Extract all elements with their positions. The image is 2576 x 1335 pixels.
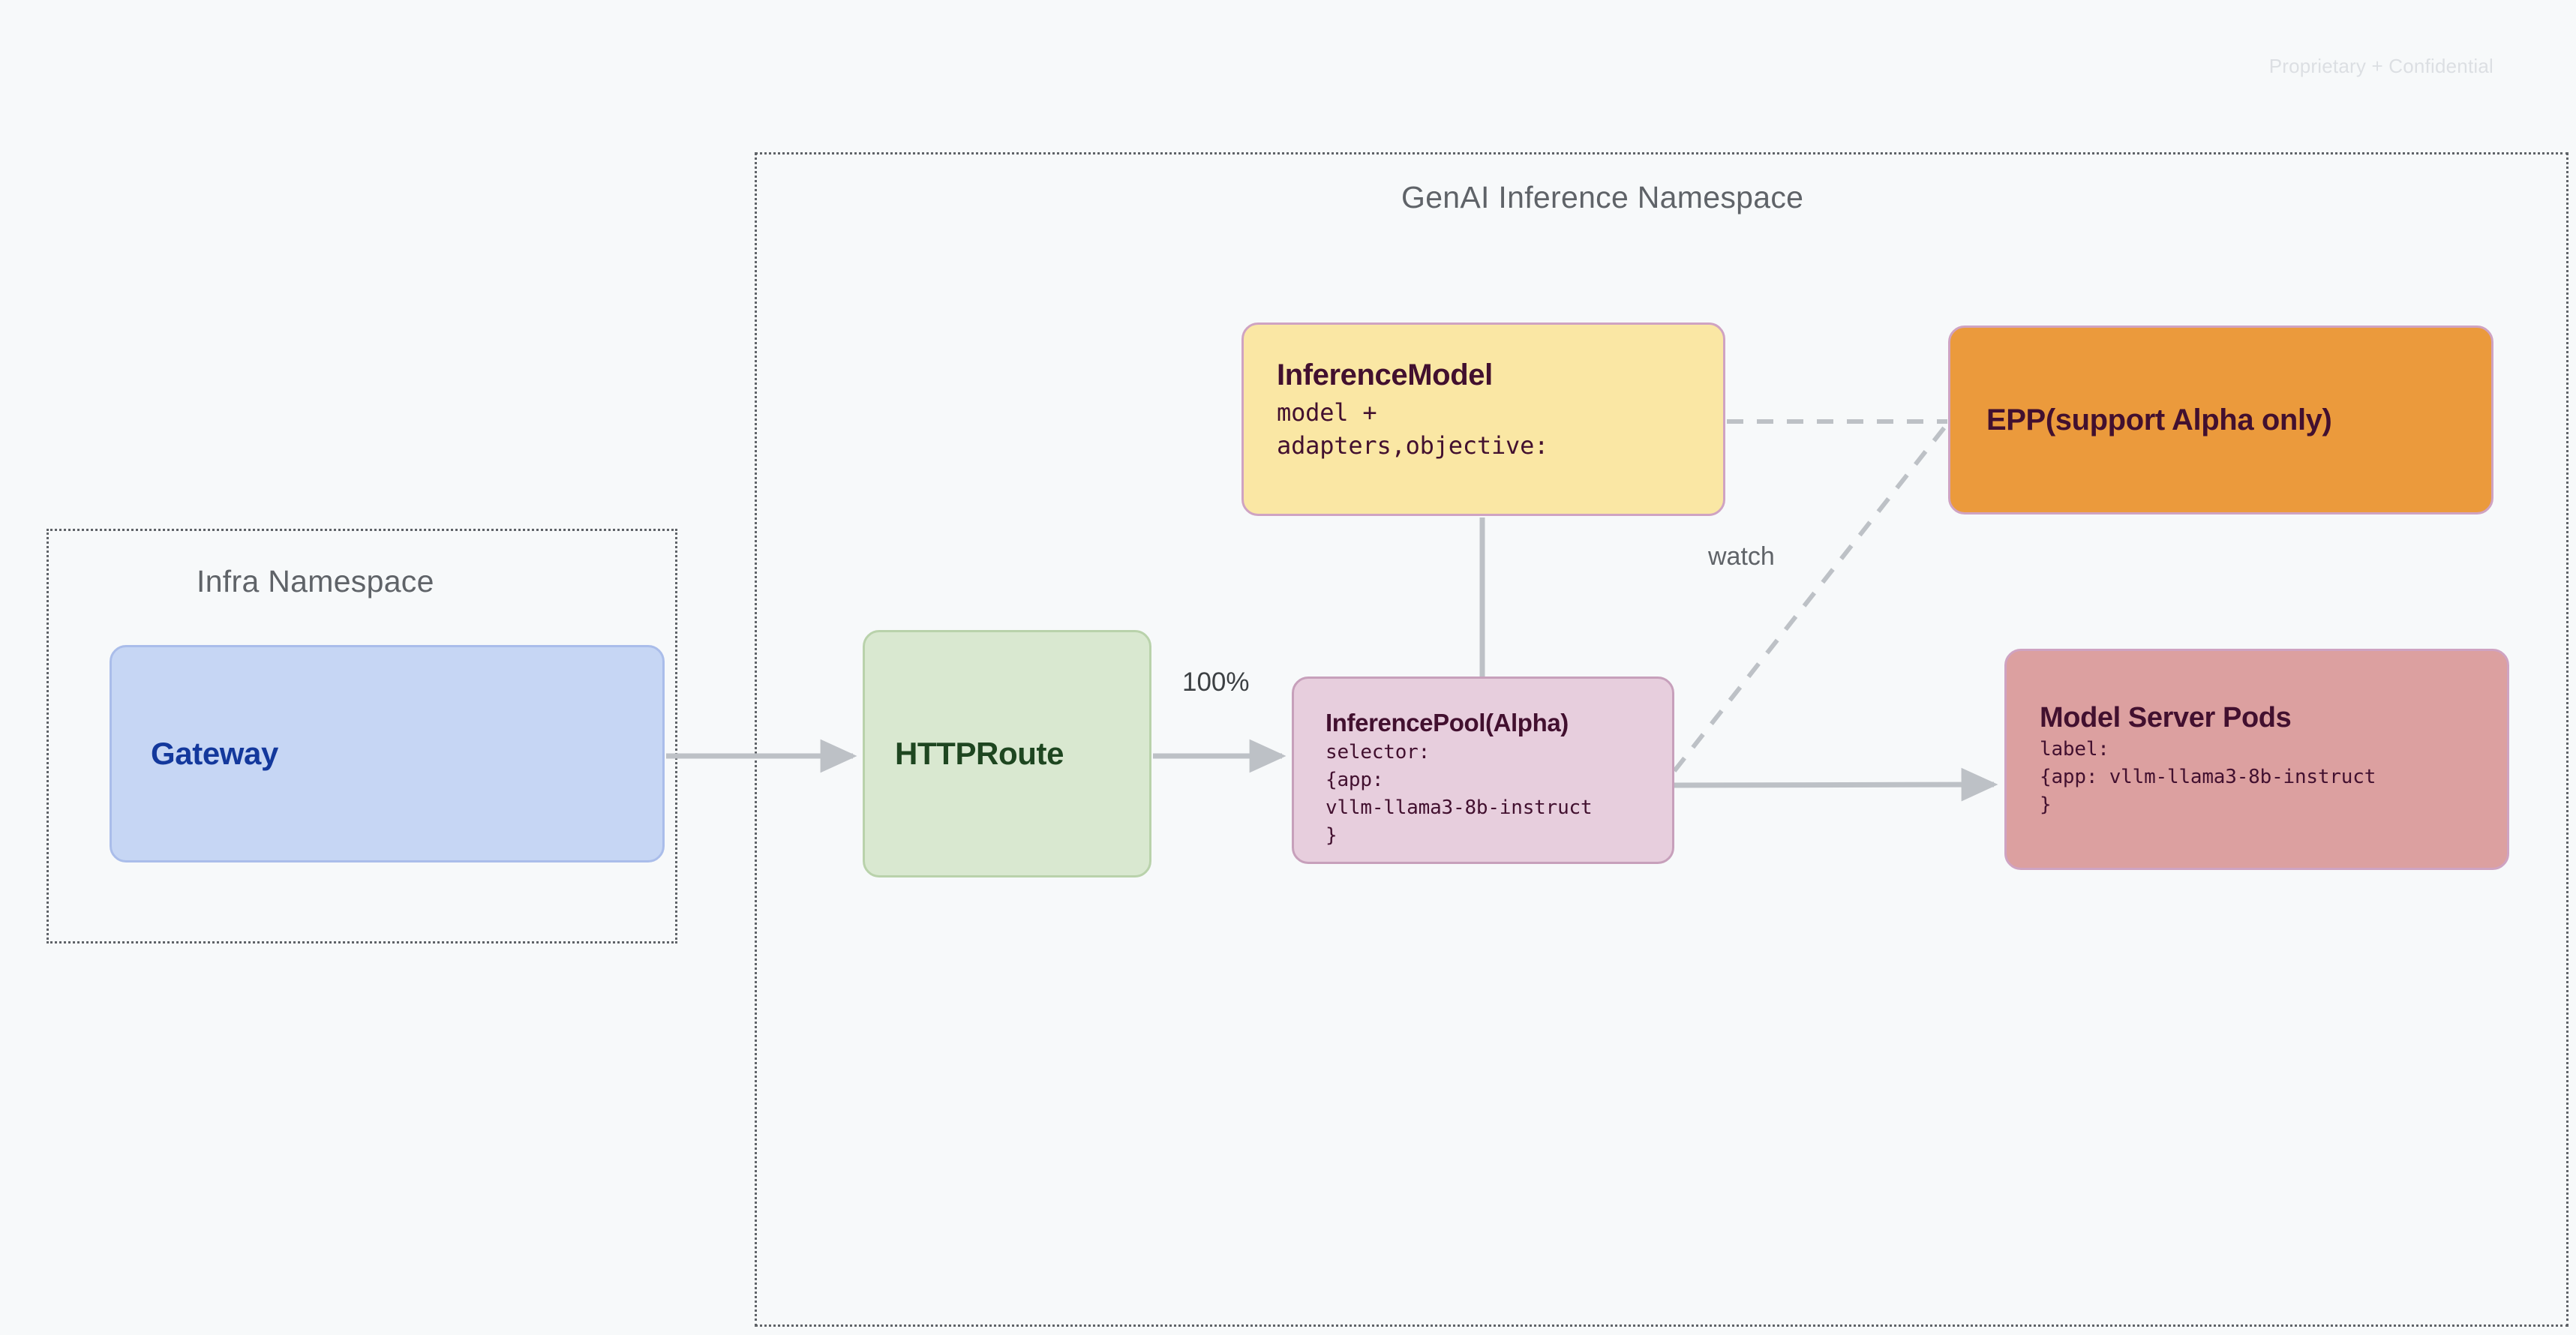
node-epp[interactable]: EPP(support Alpha only) — [1948, 326, 2493, 514]
namespace-genai-inference — [755, 152, 2568, 1327]
node-httproute[interactable]: HTTPRoute — [863, 630, 1151, 878]
node-gateway[interactable]: Gateway — [110, 645, 665, 862]
node-inferencepool-title: InferencePool(Alpha) — [1326, 709, 1569, 736]
node-modelserverpods-title: Model Server Pods — [2040, 702, 2292, 734]
node-epp-title: EPP(support Alpha only) — [1986, 403, 2332, 436]
node-gateway-title: Gateway — [151, 736, 278, 771]
node-inferencepool-detail: selector: {app: vllm-llama3-8b-instruct … — [1326, 741, 1593, 847]
edge-label-watch: watch — [1708, 542, 1775, 571]
node-modelserverpods-detail: label: {app: vllm-llama3-8b-instruct } — [2040, 738, 2376, 816]
namespace-infra — [47, 529, 677, 944]
node-modelserverpods[interactable]: Model Server Pods label: {app: vllm-llam… — [2004, 649, 2509, 870]
node-inferencemodel-detail: model + adapters,objective: — [1277, 398, 1549, 460]
node-inferencemodel[interactable]: InferenceModel model + adapters,objectiv… — [1241, 322, 1725, 516]
confidentiality-watermark: Proprietary + Confidential — [2268, 55, 2493, 77]
node-httproute-title: HTTPRoute — [895, 736, 1064, 771]
namespace-infra-label: Infra Namespace — [197, 564, 434, 598]
edge-label-traffic-split: 100% — [1182, 668, 1250, 697]
namespace-genai-inference-label: GenAI Inference Namespace — [1401, 180, 1804, 214]
node-inferencemodel-title: InferenceModel — [1277, 358, 1493, 392]
node-inferencepool[interactable]: InferencePool(Alpha) selector: {app: vll… — [1292, 676, 1674, 864]
